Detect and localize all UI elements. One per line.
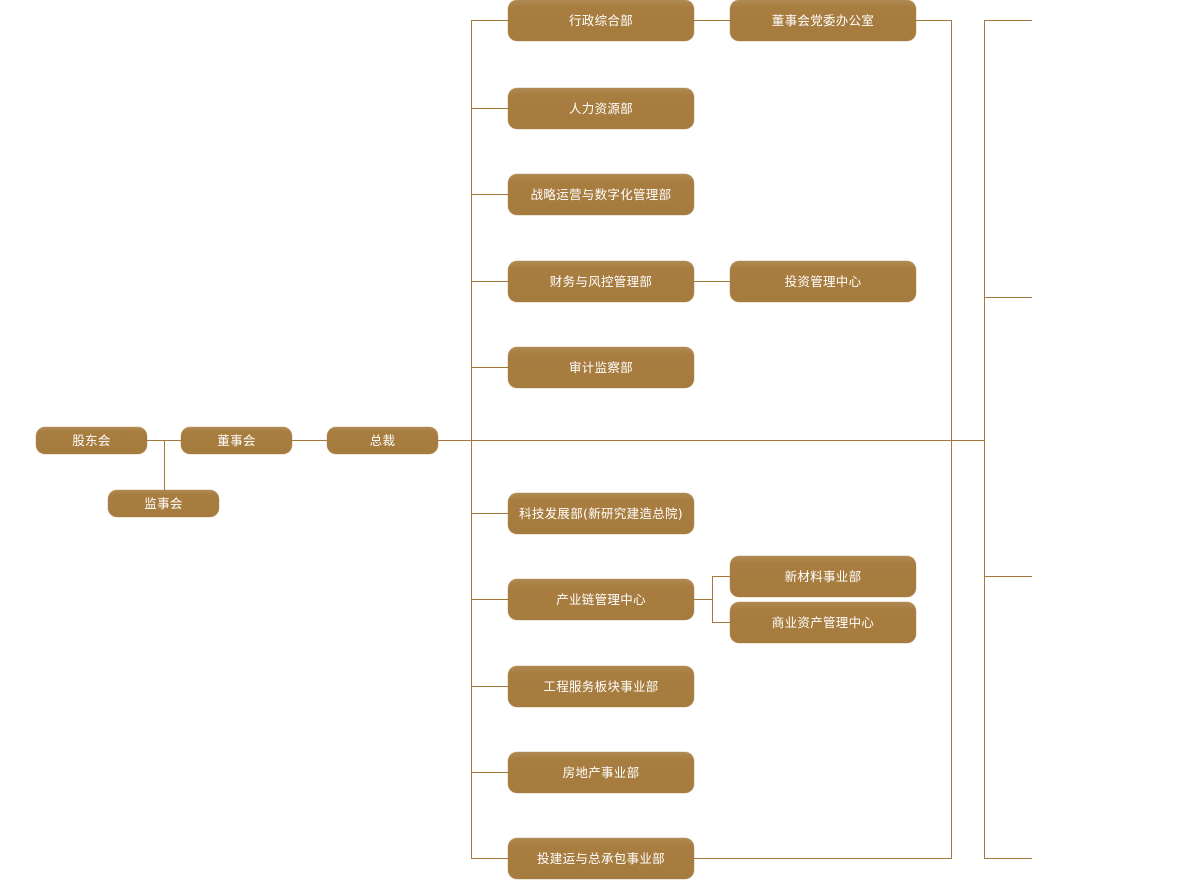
- node-board-of-directors[interactable]: 董事会: [181, 427, 292, 454]
- edge-main-trunk: [471, 20, 472, 859]
- node-label: 审计监察部: [568, 360, 633, 375]
- edge-stub-finance: [471, 281, 509, 282]
- edge-stub-strategy: [471, 194, 509, 195]
- node-subunit-commercial-asset[interactable]: 商业资产管理中心: [730, 602, 916, 643]
- group-bracket-outer-bottom-arm: [984, 858, 1032, 859]
- node-label: 财务与风控管理部: [549, 274, 653, 289]
- node-department-audit[interactable]: 审计监察部: [508, 347, 694, 388]
- edge-board-to-president: [291, 440, 327, 441]
- node-label: 科技发展部(新研究建造总院): [519, 506, 683, 521]
- node-label: 投建运与总承包事业部: [536, 851, 665, 866]
- node-department-admin[interactable]: 行政综合部: [508, 0, 694, 41]
- node-label: 战略运营与数字化管理部: [530, 187, 672, 202]
- node-label: 董事会: [217, 433, 256, 448]
- group-bracket-outer-top-arm: [984, 20, 1032, 21]
- group-bracket-inner-vertical: [951, 20, 952, 859]
- group-bracket-outer-arm-upper: [984, 297, 1032, 298]
- node-label: 监事会: [144, 496, 183, 511]
- node-label: 产业链管理中心: [556, 592, 646, 607]
- edge-stub-tech: [471, 513, 509, 514]
- node-label: 股东会: [72, 433, 111, 448]
- edge-to-commercial-asset: [712, 622, 731, 623]
- node-shareholders-meeting[interactable]: 股东会: [36, 427, 147, 454]
- edge-president-to-trunk: [437, 440, 984, 441]
- node-label: 房地产事业部: [562, 765, 640, 780]
- node-label: 人力资源部: [568, 101, 633, 116]
- node-department-industry-chain[interactable]: 产业链管理中心: [508, 579, 694, 620]
- edge-industry-chain-stem: [693, 599, 713, 600]
- node-president[interactable]: 总裁: [327, 427, 438, 454]
- group-bracket-inner-top-arm: [916, 20, 952, 21]
- node-label: 总裁: [369, 433, 396, 448]
- node-label: 投资管理中心: [784, 274, 862, 289]
- node-label: 新材料事业部: [784, 569, 862, 584]
- node-supervisory-board[interactable]: 监事会: [108, 490, 219, 517]
- edge-finance-to-investment-center: [693, 281, 731, 282]
- edge-industry-chain-bracket: [712, 576, 713, 623]
- node-department-investment-build[interactable]: 投建运与总承包事业部: [508, 838, 694, 879]
- node-department-finance[interactable]: 财务与风控管理部: [508, 261, 694, 302]
- group-bracket-outer-vertical: [984, 20, 985, 859]
- group-bracket-inner-bottom-arm: [693, 858, 952, 859]
- edge-stub-audit: [471, 367, 509, 368]
- node-subunit-new-material[interactable]: 新材料事业部: [730, 556, 916, 597]
- node-department-strategy[interactable]: 战略运营与数字化管理部: [508, 174, 694, 215]
- node-department-tech[interactable]: 科技发展部(新研究建造总院): [508, 493, 694, 534]
- node-label: 行政综合部: [568, 13, 633, 28]
- node-department-hr[interactable]: 人力资源部: [508, 88, 694, 129]
- edge-board-to-supervisory: [164, 440, 165, 491]
- edge-stub-hr: [471, 108, 509, 109]
- edge-to-new-material: [712, 576, 731, 577]
- node-subunit-investment-center[interactable]: 投资管理中心: [730, 261, 916, 302]
- edge-stub-realestate: [471, 772, 509, 773]
- group-bracket-outer-arm-lower: [984, 576, 1032, 577]
- node-label: 董事会党委办公室: [771, 13, 875, 28]
- edge-stub-industry-chain: [471, 599, 509, 600]
- edge-admin-to-party-office: [693, 20, 731, 21]
- edge-stub-admin: [471, 20, 509, 21]
- node-label: 工程服务板块事业部: [543, 679, 659, 694]
- edge-stub-engineering: [471, 686, 509, 687]
- edge-stub-investment-build: [471, 858, 509, 859]
- node-department-engineering[interactable]: 工程服务板块事业部: [508, 666, 694, 707]
- node-subunit-party-office[interactable]: 董事会党委办公室: [730, 0, 916, 41]
- node-department-realestate[interactable]: 房地产事业部: [508, 752, 694, 793]
- node-label: 商业资产管理中心: [771, 615, 875, 630]
